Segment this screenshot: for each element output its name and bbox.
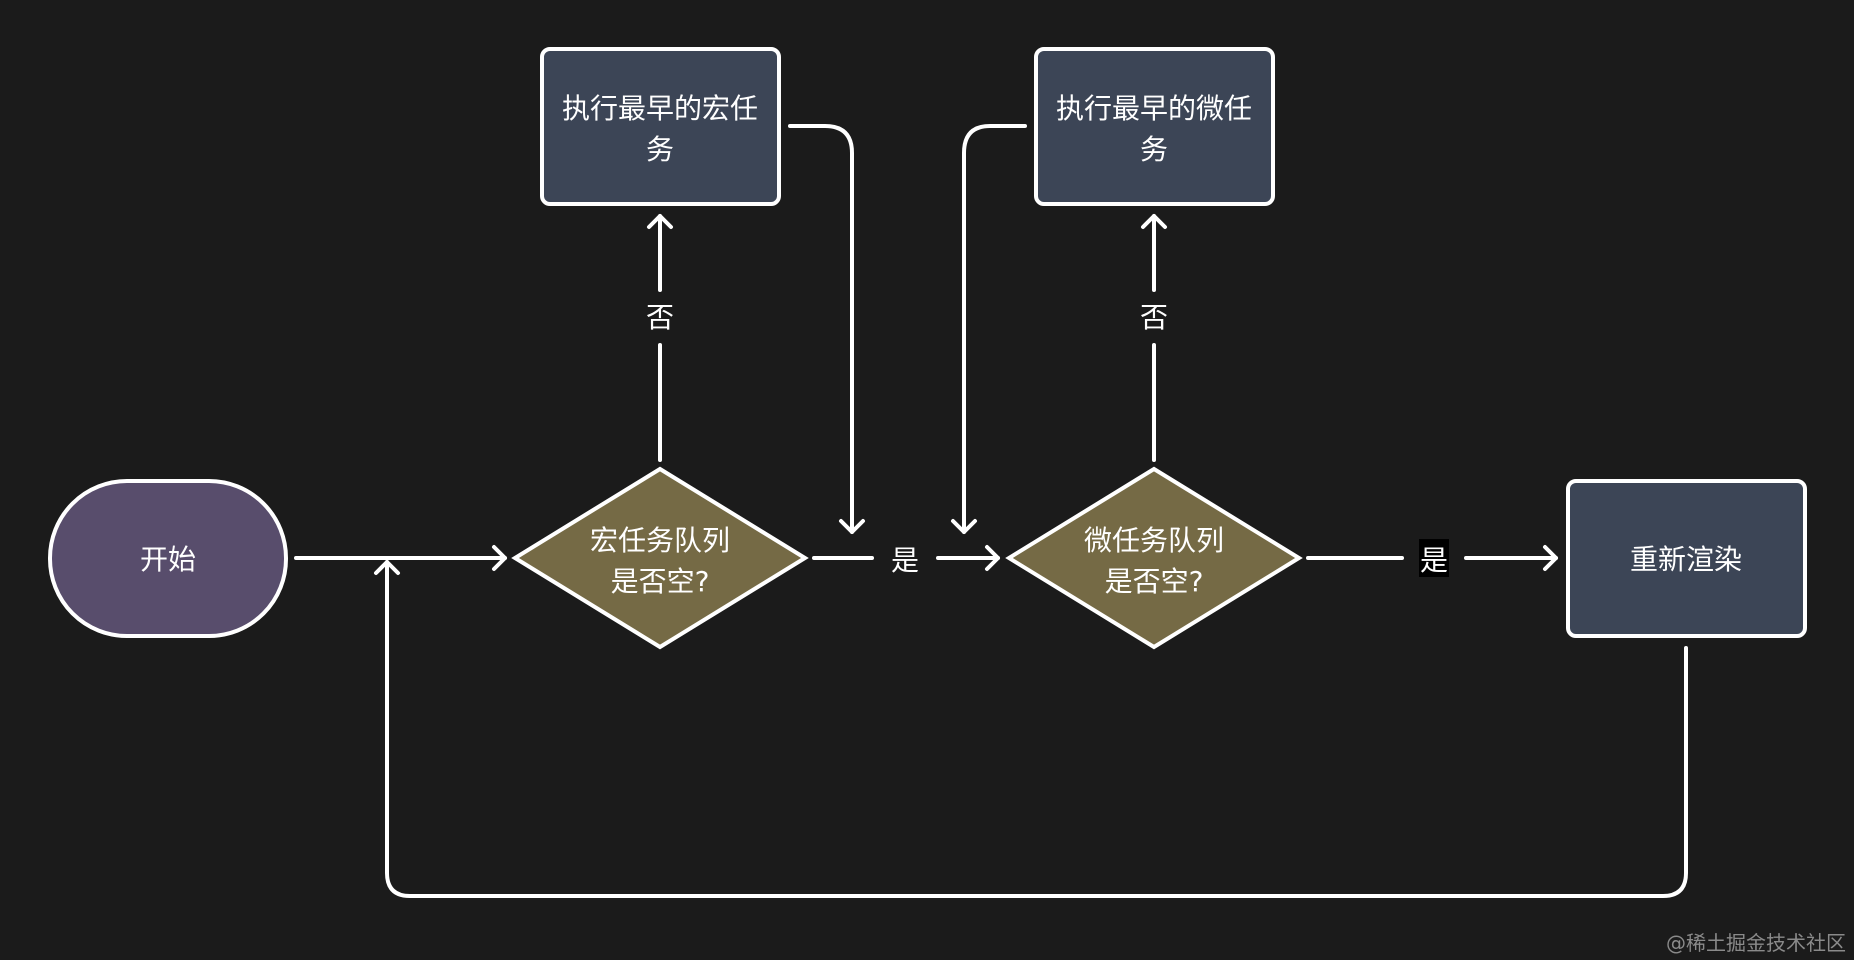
run-macro-node: 执行最早的宏任 务 (540, 47, 781, 206)
micro-decision-line-2: 是否空? (1105, 565, 1204, 598)
run-micro-line-1: 执行最早的微任 (1056, 92, 1252, 125)
arrowhead-rerender-in (1543, 545, 1558, 571)
rerender-box (1566, 479, 1807, 638)
macro-decision-diamond (511, 466, 809, 650)
edge-run-macro-to-micro-path (788, 124, 854, 534)
arrowhead-micro-decision-in (985, 545, 1000, 571)
arrowhead-run-macro-in (647, 214, 673, 229)
edge-label-micro-yes-highlight (1419, 539, 1449, 577)
macro-decision-line-1: 宏任务队列 (590, 524, 730, 557)
arrowhead-macro-decision-in (492, 545, 507, 571)
edge-label-micro-yes: 是 (1420, 544, 1448, 577)
edge-label-macro-yes: 是 (891, 544, 919, 577)
run-macro-line-2: 务 (646, 133, 674, 166)
start-terminal-shape (48, 479, 288, 638)
micro-decision-node: 微任务队列 是否空? (1005, 466, 1303, 650)
micro-decision-line-1: 微任务队列 (1084, 524, 1224, 557)
run-macro-line-1: 执行最早的宏任 (562, 92, 758, 125)
rerender-label: 重新渲染 (1630, 543, 1742, 576)
start-node: 开始 (48, 479, 288, 638)
run-micro-node: 执行最早的微任 务 (1034, 47, 1275, 206)
arrowhead-run-micro-down (951, 519, 977, 534)
run-micro-box (1034, 47, 1275, 206)
edge-run-micro-to-micro-path (962, 124, 1027, 534)
run-micro-line-2: 务 (1140, 133, 1168, 166)
arrowhead-run-micro-in (1141, 214, 1167, 229)
edge-label-micro-no: 否 (1140, 301, 1168, 334)
start-label: 开始 (140, 543, 196, 576)
edge-label-macro-no: 否 (646, 301, 674, 334)
watermark-text: @稀土掘金技术社区 (1666, 931, 1846, 955)
macro-decision-node: 宏任务队列 是否空? (511, 466, 809, 650)
macro-decision-line-2: 是否空? (611, 565, 710, 598)
edges (294, 124, 1688, 898)
run-macro-box (540, 47, 781, 206)
arrowhead-run-macro-down (839, 519, 865, 534)
arrowhead-loop-back-up (374, 560, 400, 575)
micro-decision-diamond (1005, 466, 1303, 650)
edge-rerender-loop-back (385, 560, 1688, 898)
rerender-node: 重新渲染 (1566, 479, 1807, 638)
